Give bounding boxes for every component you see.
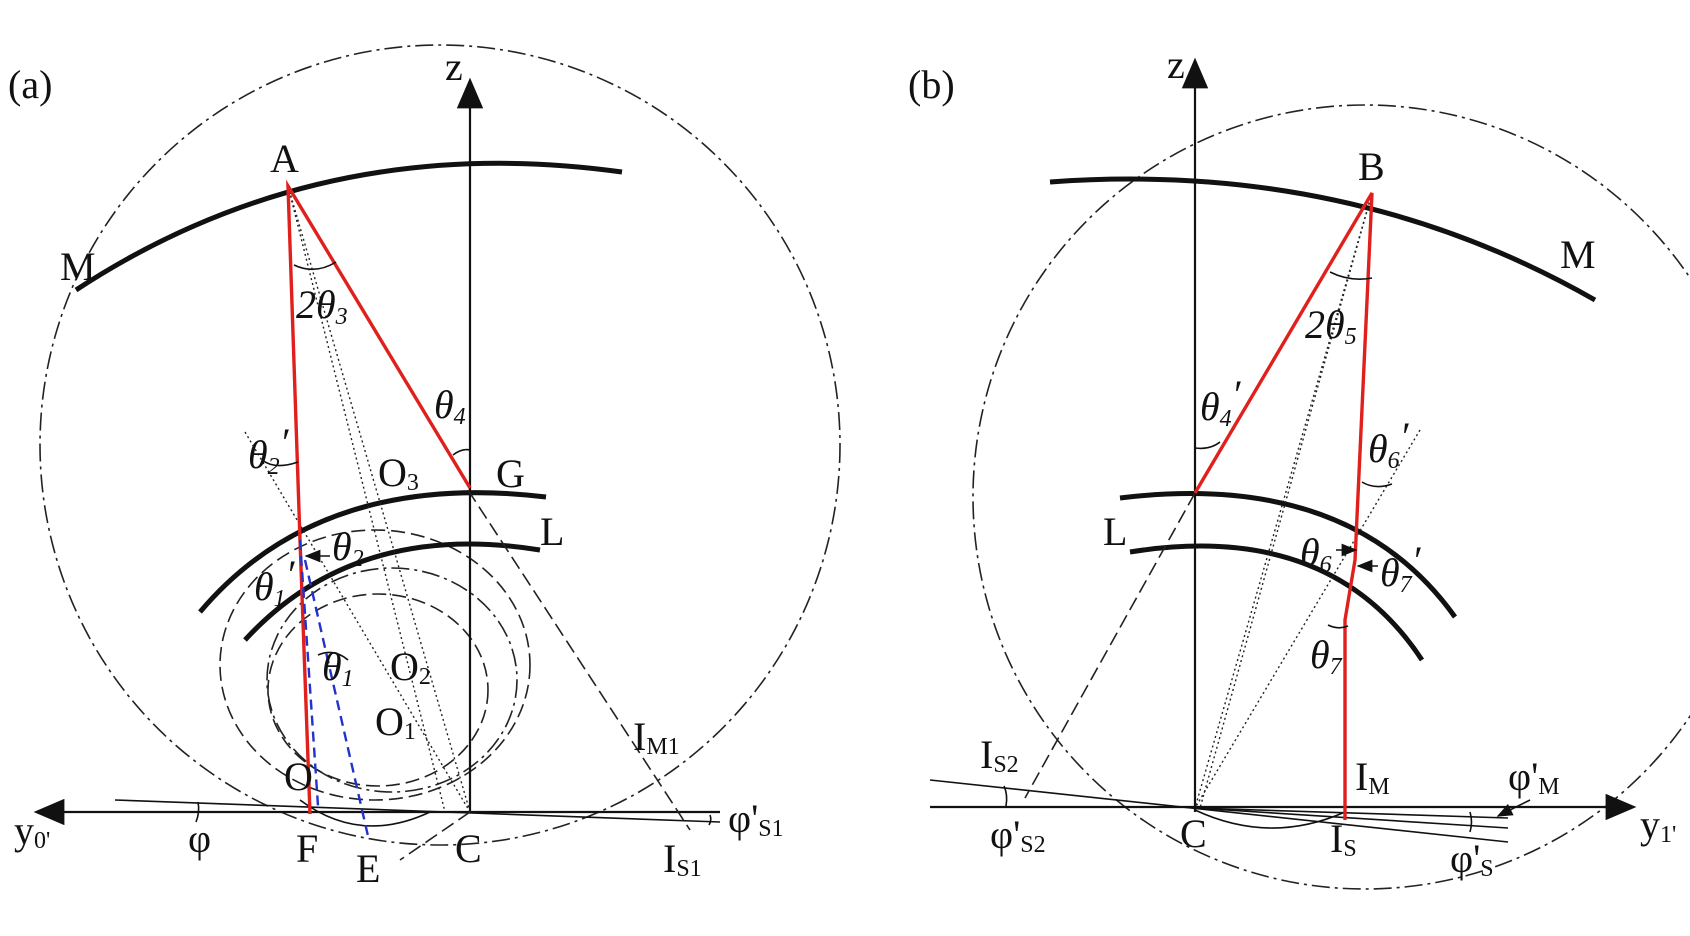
label-IS2: IS2 — [980, 732, 1019, 778]
label-M-b: M — [1560, 232, 1596, 277]
red-ray-b — [1193, 192, 1374, 820]
label-theta1: θ1 — [322, 644, 354, 692]
angle-arc-th6p — [1361, 481, 1393, 488]
label-IS: IS — [1330, 816, 1357, 862]
label-theta6-prime: θ6′ — [1368, 414, 1410, 474]
arrow-phiM — [1496, 799, 1531, 817]
label-theta7-prime: θ7′ — [1380, 538, 1422, 598]
label-O: O — [284, 754, 313, 799]
panel-b: (b) z B M L C IS2 IM IS y1' φ'S2 φ'M φ'S… — [908, 42, 1690, 890]
angle-arc-th2p — [261, 459, 299, 467]
label-A: A — [270, 136, 299, 181]
label-L-b: L — [1103, 509, 1127, 554]
arc-M-b — [1049, 176, 1597, 303]
dotted-ext-b — [1194, 429, 1421, 809]
angle-arc-2th3 — [293, 261, 337, 271]
label-y1: y1' — [1640, 802, 1676, 848]
label-B: B — [1358, 144, 1385, 189]
dotted-B-C1 — [1194, 192, 1373, 809]
dash-C-E — [399, 811, 471, 861]
angle-arc-th1 — [317, 651, 349, 661]
arc-L-outer-a — [198, 490, 547, 614]
label-phi: φ — [188, 816, 211, 861]
label-G: G — [496, 451, 525, 496]
label-phiS1: φ'S1 — [728, 796, 784, 842]
red-ray-a — [286, 179, 472, 815]
label-z-b: z — [1167, 42, 1185, 87]
label-phiM: φ'M — [1508, 754, 1560, 800]
label-theta4: θ4 — [434, 382, 466, 430]
label-F: F — [296, 826, 318, 871]
phiS-line — [1194, 807, 1509, 829]
panel-tag-b: (b) — [908, 62, 955, 107]
label-M-a: M — [60, 244, 96, 289]
label-y0: y0' — [14, 808, 50, 854]
arc-bottom-b — [1194, 809, 1346, 829]
arc-L-outer-b — [1119, 491, 1458, 619]
label-O2: O2 — [390, 644, 431, 690]
arc-L-inner-b — [1129, 543, 1425, 662]
phi-line-a — [114, 799, 721, 823]
label-theta7: θ7 — [1310, 632, 1343, 680]
label-2theta3: 2θ3 — [296, 282, 348, 330]
arc-L-inner-a — [243, 541, 541, 642]
label-IM: IM — [1355, 754, 1390, 800]
big-circle-b — [972, 104, 1690, 890]
label-theta4-prime: θ4′ — [1200, 372, 1242, 432]
label-IS1: IS1 — [663, 836, 702, 882]
label-C-a: C — [455, 826, 482, 871]
angle-arc-phiS2 — [1003, 785, 1008, 807]
dash-L-IS2 — [1024, 492, 1196, 799]
circle-inner — [267, 593, 489, 787]
dotted-A-C — [287, 185, 471, 813]
label-theta2-prime: θ2′ — [248, 420, 290, 480]
dash-G-IS1 — [467, 489, 691, 831]
angle-arc-phiS — [1469, 811, 1473, 833]
arc-bottom-a — [299, 799, 431, 827]
label-C-b: C — [1180, 811, 1207, 856]
label-L-a: L — [540, 509, 564, 554]
angle-arc-2th5 — [1329, 271, 1373, 280]
label-E: E — [356, 846, 380, 891]
blue-ray-1 — [298, 539, 320, 807]
label-O1: O1 — [375, 699, 416, 745]
label-theta2: θ2 — [332, 524, 364, 572]
circle-O1 — [266, 567, 518, 793]
angle-arc-th4 — [452, 448, 471, 456]
label-2theta5: 2θ5 — [1305, 302, 1357, 350]
angle-arc-phi — [195, 801, 200, 823]
label-theta6: θ6 — [1300, 530, 1332, 578]
angle-arc-phiS1 — [708, 814, 712, 826]
circle-O2 — [219, 529, 531, 801]
label-phiS2: φ'S2 — [990, 812, 1046, 858]
angle-arc-th4p — [1194, 441, 1221, 450]
panel-a: (a) z A M G L O3 O2 O1 O F E C IM1 IS1 y… — [8, 44, 841, 891]
phiS2-line — [929, 779, 1509, 843]
angle-arc-th7 — [1327, 624, 1349, 629]
dotted-ext-C — [244, 431, 471, 813]
phiM-line — [1194, 807, 1509, 819]
arc-M-a — [74, 160, 623, 293]
label-phiS: φ'S — [1450, 836, 1494, 882]
label-IM1: IM1 — [633, 714, 680, 760]
panel-tag-a: (a) — [8, 62, 52, 107]
big-circle-a — [39, 44, 841, 846]
label-theta1-prime: θ1′ — [254, 552, 296, 612]
label-z-a: z — [445, 44, 463, 89]
label-O3: O3 — [378, 450, 419, 496]
dotted-B-C2 — [1199, 192, 1373, 809]
